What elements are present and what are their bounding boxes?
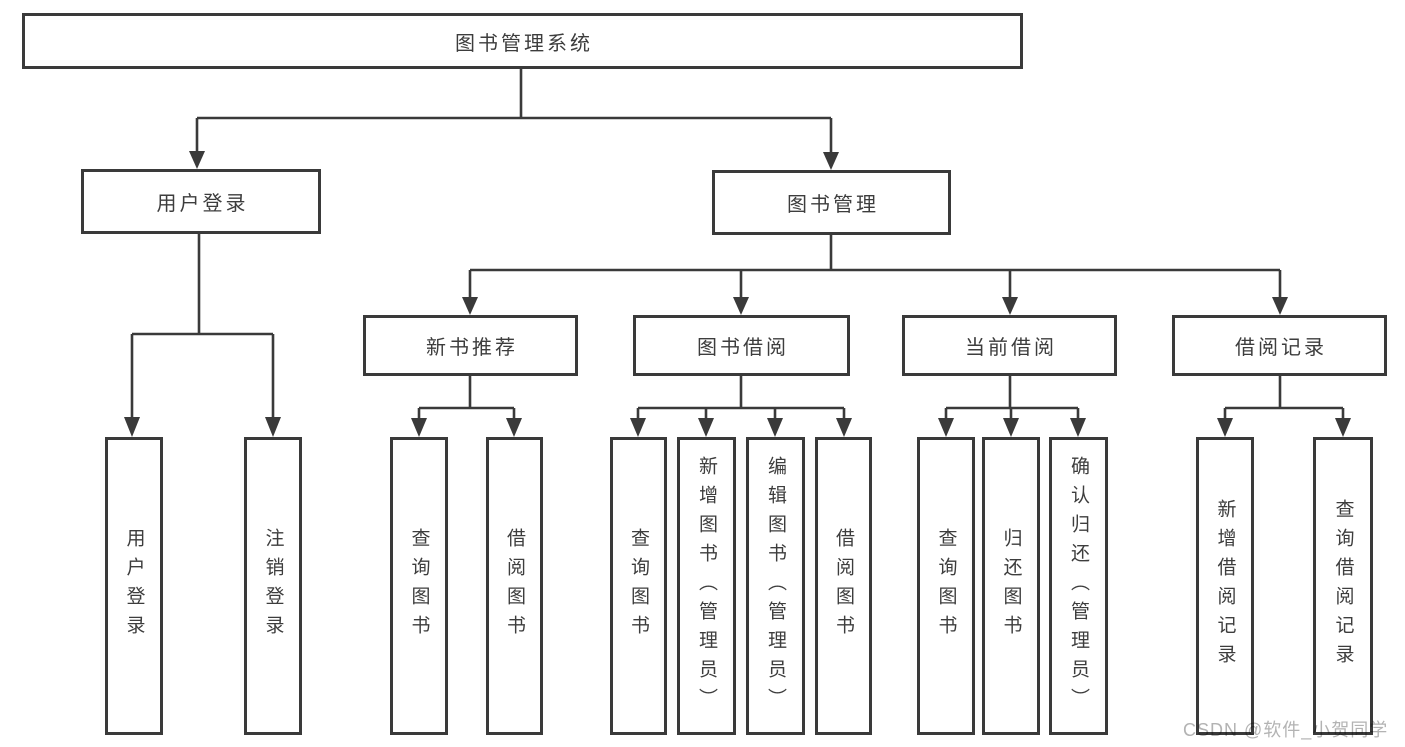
node-leaf-logout: 注销登录 bbox=[244, 437, 302, 735]
connector-book-borrow-to-children bbox=[636, 376, 846, 421]
node-leaf-query-borrow-record-label: 查询借阅记录 bbox=[1332, 499, 1354, 673]
node-new-book-recommend-label: 新书推荐 bbox=[426, 337, 518, 359]
node-leaf-query-books-rec-label: 查询图书 bbox=[408, 528, 430, 644]
node-root: 图书管理系统 bbox=[22, 13, 1023, 69]
node-leaf-edit-book-admin-label: 编辑图书（管理员） bbox=[765, 455, 786, 717]
connector-book-mgmt-to-level3 bbox=[468, 235, 1282, 301]
arrowhead-l4-borrow-books-2 bbox=[836, 418, 852, 437]
node-book-borrow-label: 图书借阅 bbox=[697, 337, 789, 359]
node-leaf-return-book: 归还图书 bbox=[982, 437, 1040, 735]
arrowhead-borrow-records bbox=[1272, 297, 1288, 315]
arrowhead-current-borrow bbox=[1002, 297, 1018, 315]
connector-user-login-to-children bbox=[130, 234, 275, 419]
node-leaf-query-books-rec: 查询图书 bbox=[390, 437, 448, 735]
node-borrow-records: 借阅记录 bbox=[1172, 315, 1387, 376]
node-leaf-add-borrow-record: 新增借阅记录 bbox=[1196, 437, 1254, 735]
node-leaf-user-login-label: 用户登录 bbox=[123, 528, 145, 644]
arrowhead-new-book-rec bbox=[462, 297, 478, 315]
node-leaf-confirm-return-admin: 确认归还（管理员） bbox=[1049, 437, 1108, 735]
arrowhead-l4-query-books-2 bbox=[630, 418, 646, 437]
node-user-login-group-label: 用户登录 bbox=[156, 193, 249, 215]
arrowhead-book-borrow bbox=[733, 297, 749, 315]
connector-borrow-records-to-children bbox=[1223, 376, 1345, 421]
node-leaf-borrow-books-rec: 借阅图书 bbox=[486, 437, 543, 735]
node-leaf-borrow-books: 借阅图书 bbox=[815, 437, 872, 735]
node-new-book-recommend: 新书推荐 bbox=[363, 315, 578, 376]
arrowhead-l4-query-record bbox=[1335, 418, 1351, 437]
arrowhead-l4-confirm-return bbox=[1070, 418, 1086, 437]
arrowhead-l4-add-book bbox=[698, 418, 714, 437]
arrowhead-l4-logout bbox=[265, 417, 281, 437]
connector-new-book-rec-to-children bbox=[417, 376, 516, 421]
arrowhead-l4-borrow-books-1 bbox=[506, 418, 522, 437]
connector-current-borrow-to-children bbox=[944, 376, 1080, 421]
node-leaf-logout-label: 注销登录 bbox=[262, 528, 284, 644]
arrowhead-l4-edit-book bbox=[767, 418, 783, 437]
node-leaf-add-book-admin: 新增图书（管理员） bbox=[677, 437, 736, 735]
arrowhead-l4-query-books-3 bbox=[938, 418, 954, 437]
node-leaf-query-borrow-record: 查询借阅记录 bbox=[1313, 437, 1373, 735]
node-book-mgmt-label: 图书管理 bbox=[787, 194, 879, 216]
arrowhead-l4-return-book bbox=[1003, 418, 1019, 437]
node-leaf-borrow-books-label: 借阅图书 bbox=[833, 528, 854, 644]
node-leaf-confirm-return-admin-label: 确认归还（管理员） bbox=[1068, 455, 1089, 717]
node-leaf-query-books-current: 查询图书 bbox=[917, 437, 975, 735]
node-book-borrow: 图书借阅 bbox=[633, 315, 850, 376]
node-leaf-edit-book-admin: 编辑图书（管理员） bbox=[746, 437, 805, 735]
node-leaf-query-books-borrow: 查询图书 bbox=[610, 437, 667, 735]
connector-root-to-level2 bbox=[195, 69, 833, 156]
node-current-borrow-label: 当前借阅 bbox=[965, 337, 1057, 359]
node-leaf-query-books-current-label: 查询图书 bbox=[935, 528, 957, 644]
node-current-borrow: 当前借阅 bbox=[902, 315, 1117, 376]
node-borrow-records-label: 借阅记录 bbox=[1235, 337, 1327, 359]
arrowhead-l4-query-books-1 bbox=[411, 418, 427, 437]
node-leaf-return-book-label: 归还图书 bbox=[1000, 528, 1022, 644]
node-leaf-add-book-admin-label: 新增图书（管理员） bbox=[696, 455, 717, 717]
node-leaf-query-books-borrow-label: 查询图书 bbox=[628, 528, 649, 644]
node-leaf-user-login: 用户登录 bbox=[105, 437, 163, 735]
csdn-watermark: CSDN @软件_小贺同学 bbox=[1183, 720, 1389, 740]
arrowhead-l4-add-record bbox=[1217, 418, 1233, 437]
arrowhead-user-login bbox=[189, 151, 205, 169]
node-book-mgmt: 图书管理 bbox=[712, 170, 951, 235]
node-leaf-borrow-books-rec-label: 借阅图书 bbox=[504, 528, 525, 644]
arrowhead-l4-user-login bbox=[124, 417, 140, 437]
node-user-login-group: 用户登录 bbox=[81, 169, 321, 234]
node-leaf-add-borrow-record-label: 新增借阅记录 bbox=[1214, 499, 1236, 673]
arrowhead-book-mgmt bbox=[823, 152, 839, 170]
node-root-label: 图书管理系统 bbox=[455, 32, 593, 55]
